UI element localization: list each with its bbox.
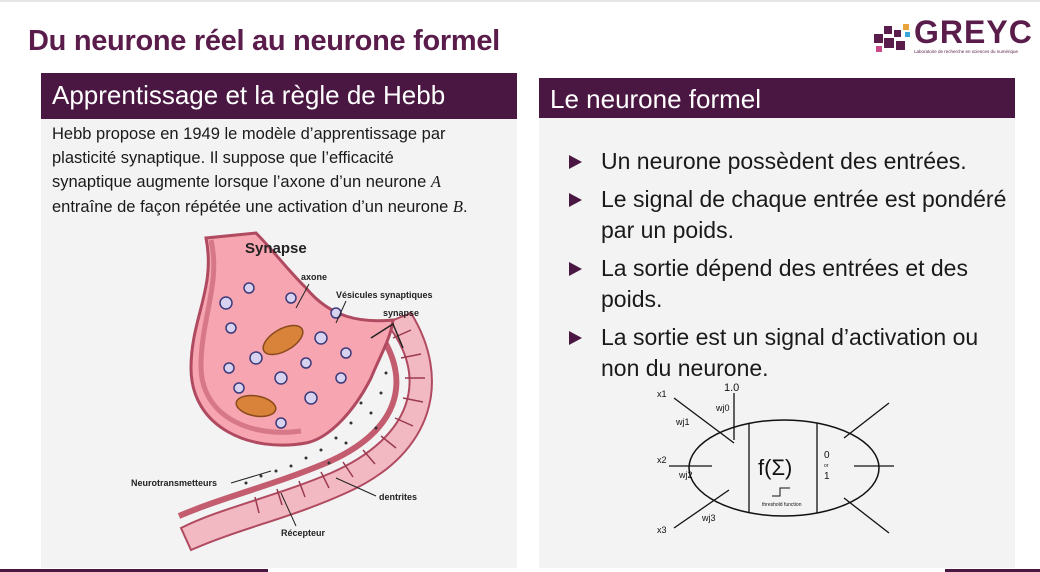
pointer-axone xyxy=(295,283,310,309)
label-dentrites: dentrites xyxy=(379,492,417,502)
bullet-list: Un neurone possèdent des entrées. Le sig… xyxy=(569,146,1009,391)
weight-wj0-label: wj0 xyxy=(715,403,730,413)
dendrite-membrane xyxy=(177,326,400,519)
triangle-bullet-icon xyxy=(569,331,582,345)
footer-bar-left xyxy=(0,569,268,572)
output-zero-label: 0 xyxy=(824,450,830,461)
neuron-b-var: B xyxy=(452,196,463,216)
label-synapse: synapse xyxy=(383,308,419,318)
synapse-figure-title: Synapse xyxy=(245,240,307,257)
output-or-label: or xyxy=(824,463,829,469)
threshold-function-label: threshold function xyxy=(762,502,802,508)
weight-wj2-label: wj2 xyxy=(678,470,693,480)
neurotransmitter-dots xyxy=(244,371,388,485)
logo-subtitle: Laboratoire de recherche en sciences du … xyxy=(914,49,1019,54)
pointer-synapse xyxy=(370,322,404,349)
greyc-logo: GREYC Laboratoire de recherche en scienc… xyxy=(872,12,1032,62)
formal-neuron-header: Le neurone formel xyxy=(539,78,1015,118)
hebb-line-1: Hebb propose en 1949 le modèle d’apprent… xyxy=(52,125,446,143)
threshold-step-icon xyxy=(772,487,790,497)
neuron-body xyxy=(688,419,880,517)
input-line-1 xyxy=(673,397,735,444)
formal-neuron-panel: Le neurone formel Un neurone possèdent d… xyxy=(539,78,1015,568)
output-line-1 xyxy=(843,402,890,439)
bullet-item: Le signal de chaque entrée est pondéré p… xyxy=(569,184,1009,246)
bullet-text: La sortie est un signal d’activation ou … xyxy=(601,324,979,381)
hebb-paragraph: Hebb propose en 1949 le modèle d’apprent… xyxy=(52,123,512,219)
output-one-label: 1 xyxy=(824,471,830,482)
activation-function-label: f(Σ) xyxy=(758,455,792,480)
dendrite-ridges xyxy=(254,329,425,514)
slide-title: Du neurone réel au neurone formel xyxy=(28,25,500,57)
input-x3-label: x3 xyxy=(657,525,667,535)
greyc-logo-mark xyxy=(874,24,910,52)
vesicles xyxy=(219,282,352,429)
hebb-line-3: synaptique augmente lorsque l’axone d’un… xyxy=(52,173,431,191)
neuron-a-var: A xyxy=(430,172,441,191)
logo-text: GREYC xyxy=(914,14,1033,50)
hebb-panel: Apprentissage et la règle de Hebb Hebb p… xyxy=(41,73,517,568)
label-neurotransmetteurs: Neurotransmetteurs xyxy=(131,478,217,488)
top-border xyxy=(0,0,1040,2)
bullet-item: Un neurone possèdent des entrées. xyxy=(569,146,1009,177)
bullet-item: La sortie est un signal d’activation ou … xyxy=(569,322,1009,384)
pointer-dentrites xyxy=(335,477,377,497)
input-x1-label: x1 xyxy=(657,389,667,399)
synapse-illustration: Synapse axone Vésicules synaptiques syna… xyxy=(131,231,433,552)
label-vesicules: Vésicules synaptiques xyxy=(336,290,433,300)
axon-membrane xyxy=(198,239,302,435)
dendrite-shape xyxy=(179,311,433,552)
bullet-item: La sortie dépend des entrées et des poid… xyxy=(569,253,1009,315)
weight-wj3-label: wj3 xyxy=(701,513,716,523)
footer-bar-right xyxy=(945,569,1040,572)
weight-wj1-label: wj1 xyxy=(675,417,690,427)
pointer-neurotransmetteurs xyxy=(230,470,272,484)
label-recepteur: Récepteur xyxy=(281,528,326,538)
hebb-panel-header: Apprentissage et la règle de Hebb xyxy=(41,73,517,119)
input-x2-label: x2 xyxy=(657,455,667,465)
bullet-text: Le signal de chaque entrée est pondéré p… xyxy=(601,186,1007,243)
bias-label: 1.0 xyxy=(724,382,739,394)
triangle-bullet-icon xyxy=(569,155,582,169)
hebb-line-4: entraîne de façon répétée une activation… xyxy=(52,197,453,216)
input-line-3 xyxy=(673,489,730,529)
bullet-text: Un neurone possèdent des entrées. xyxy=(601,148,967,174)
triangle-bullet-icon xyxy=(569,262,582,276)
triangle-bullet-icon xyxy=(569,193,582,207)
pointer-recepteur xyxy=(280,492,297,527)
hebb-line-2: plasticité synaptique. Il suppose que l’… xyxy=(52,148,394,167)
label-axone: axone xyxy=(301,272,327,282)
output-line-3 xyxy=(843,497,890,534)
formal-neuron-diagram: 1.0 x1 x2 x3 wj0 wj1 wj2 wj3 f(Σ) thresh… xyxy=(657,382,894,535)
pointer-vesicules xyxy=(335,300,347,324)
bullet-text: La sortie dépend des entrées et des poid… xyxy=(601,255,968,312)
hebb-line-4-end: . xyxy=(462,197,468,216)
mitochondria xyxy=(235,324,304,418)
